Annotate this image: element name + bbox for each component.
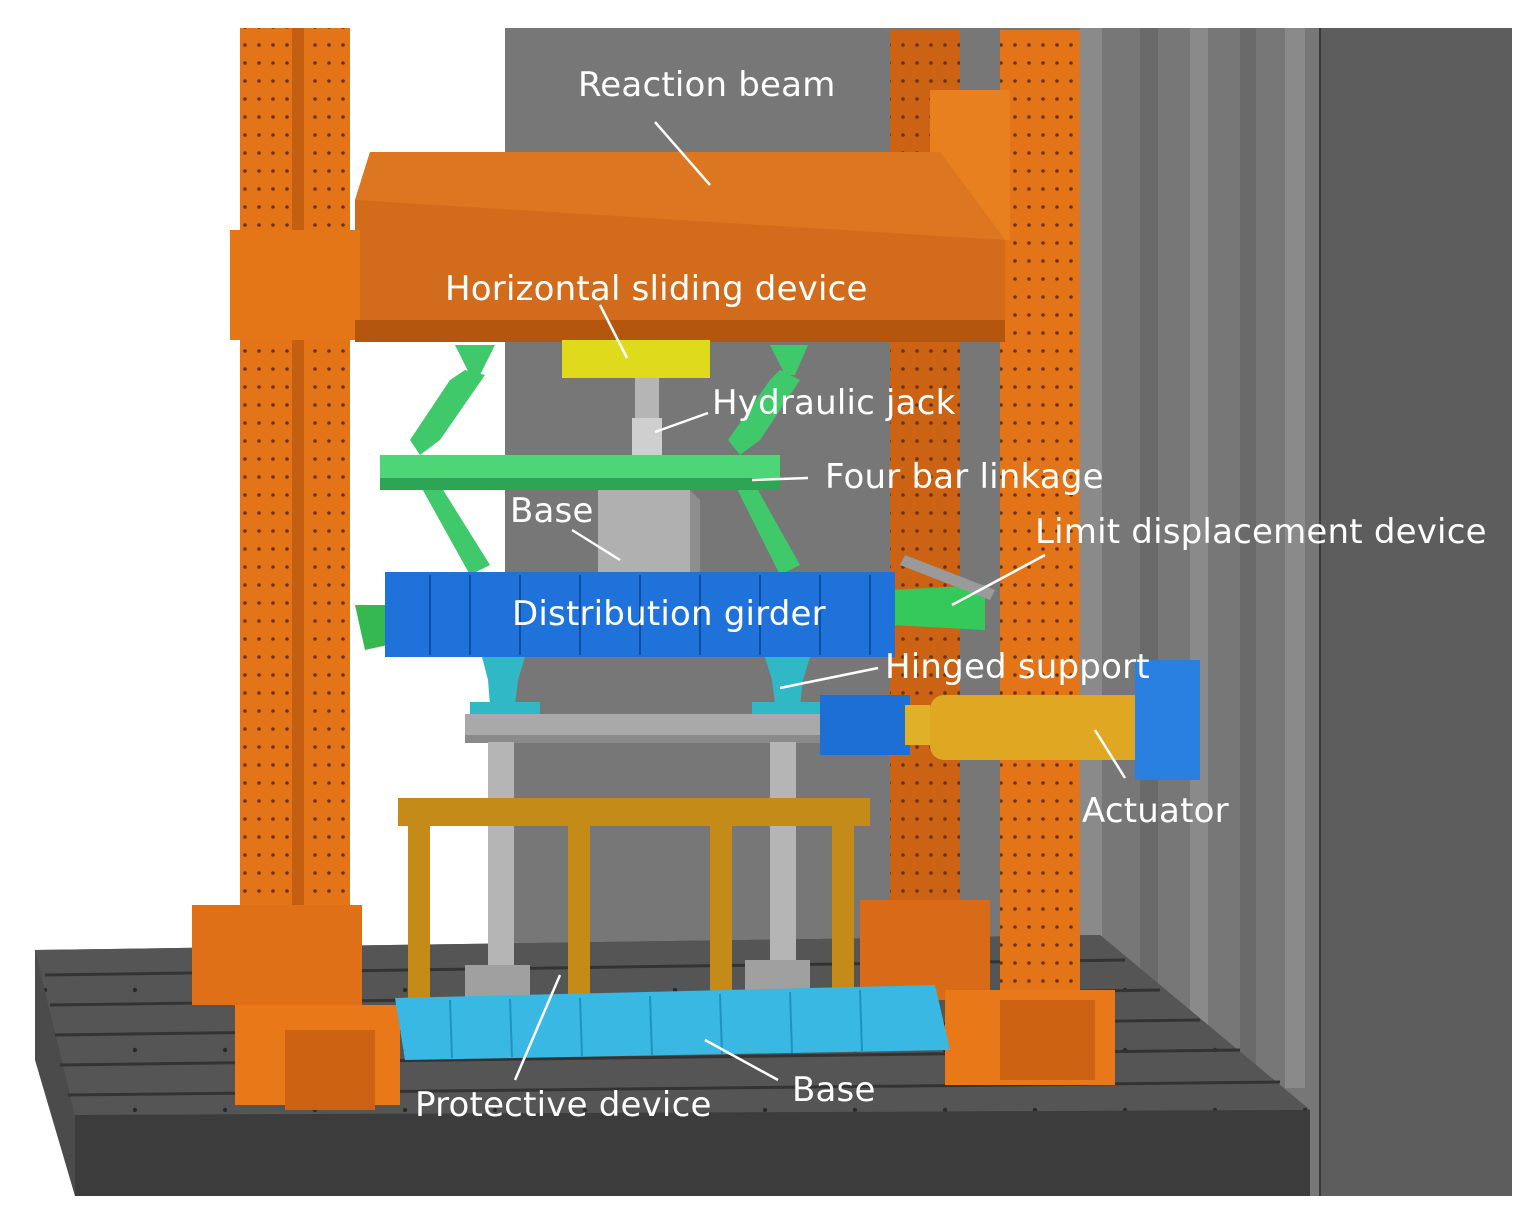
label-four-bar-linkage: Four bar linkage — [825, 457, 1104, 497]
label-base-lower: Base — [792, 1070, 876, 1110]
loading-beam-shape — [465, 714, 845, 972]
label-limit-displacement-device: Limit displacement device — [1035, 512, 1487, 552]
label-actuator: Actuator — [1082, 791, 1229, 831]
label-hydraulic-jack: Hydraulic jack — [712, 383, 956, 423]
label-horizontal-sliding-device: Horizontal sliding device — [445, 269, 868, 309]
left-frame-column — [192, 28, 400, 1110]
label-reaction-beam: Reaction beam — [578, 65, 836, 105]
label-base-upper: Base — [510, 491, 594, 531]
label-distribution-girder: Distribution girder — [512, 594, 826, 634]
label-hinged-support: Hinged support — [885, 647, 1150, 687]
reaction-beam-shape — [230, 152, 1005, 342]
label-protective-device: Protective device — [415, 1085, 712, 1125]
protective-device-shape — [398, 798, 870, 1001]
distribution-girder-shape — [385, 572, 895, 657]
four-bar-linkage-shape — [380, 345, 808, 575]
hinged-support-shape — [470, 657, 822, 714]
hydraulic-jack-shape — [562, 340, 710, 458]
leader-lines — [513, 121, 1127, 1082]
lower-base-shape — [395, 985, 950, 1060]
upper-base-shape — [598, 490, 700, 580]
right-frame-column — [930, 30, 1115, 1085]
